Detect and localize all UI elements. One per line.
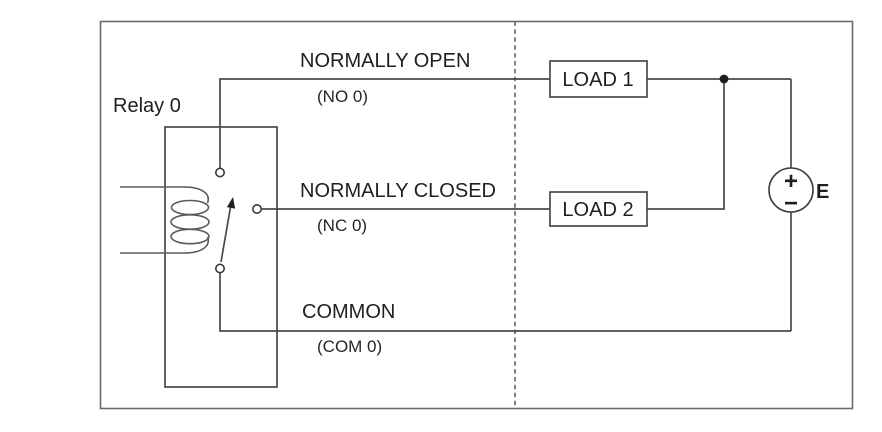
load2-right-wire <box>647 79 725 210</box>
load2-box <box>549 191 648 227</box>
coil-icon <box>120 186 210 254</box>
source-label: E <box>816 181 829 203</box>
terminal-nc-name: NORMALLY CLOSED <box>300 180 496 202</box>
terminal-no-code: (NO 0) <box>317 87 368 106</box>
relay-outline <box>164 126 278 388</box>
terminal-no-name: NORMALLY OPEN <box>300 50 470 72</box>
source-plus-sign: + <box>784 168 798 195</box>
nc-contact <box>252 204 263 215</box>
load2-label: LOAD 2 <box>562 199 633 221</box>
source-minus-sign: − <box>784 190 798 217</box>
common-wire <box>219 273 791 332</box>
source-circle <box>768 167 814 213</box>
switch-arm <box>220 197 236 263</box>
no-contact <box>215 167 226 178</box>
common-contact <box>215 263 226 274</box>
junction-dot <box>719 74 729 84</box>
voltage-source: + − E <box>768 79 829 331</box>
terminal-common-name: COMMON <box>302 301 395 323</box>
relay-label: Relay 0 <box>113 95 181 117</box>
no-wire <box>219 78 550 168</box>
terminal-nc-code: (NC 0) <box>317 216 367 235</box>
load1-label: LOAD 1 <box>562 69 633 91</box>
outer-border <box>99 20 854 410</box>
load1-box <box>549 60 648 98</box>
terminal-common-code: (COM 0) <box>317 337 382 356</box>
